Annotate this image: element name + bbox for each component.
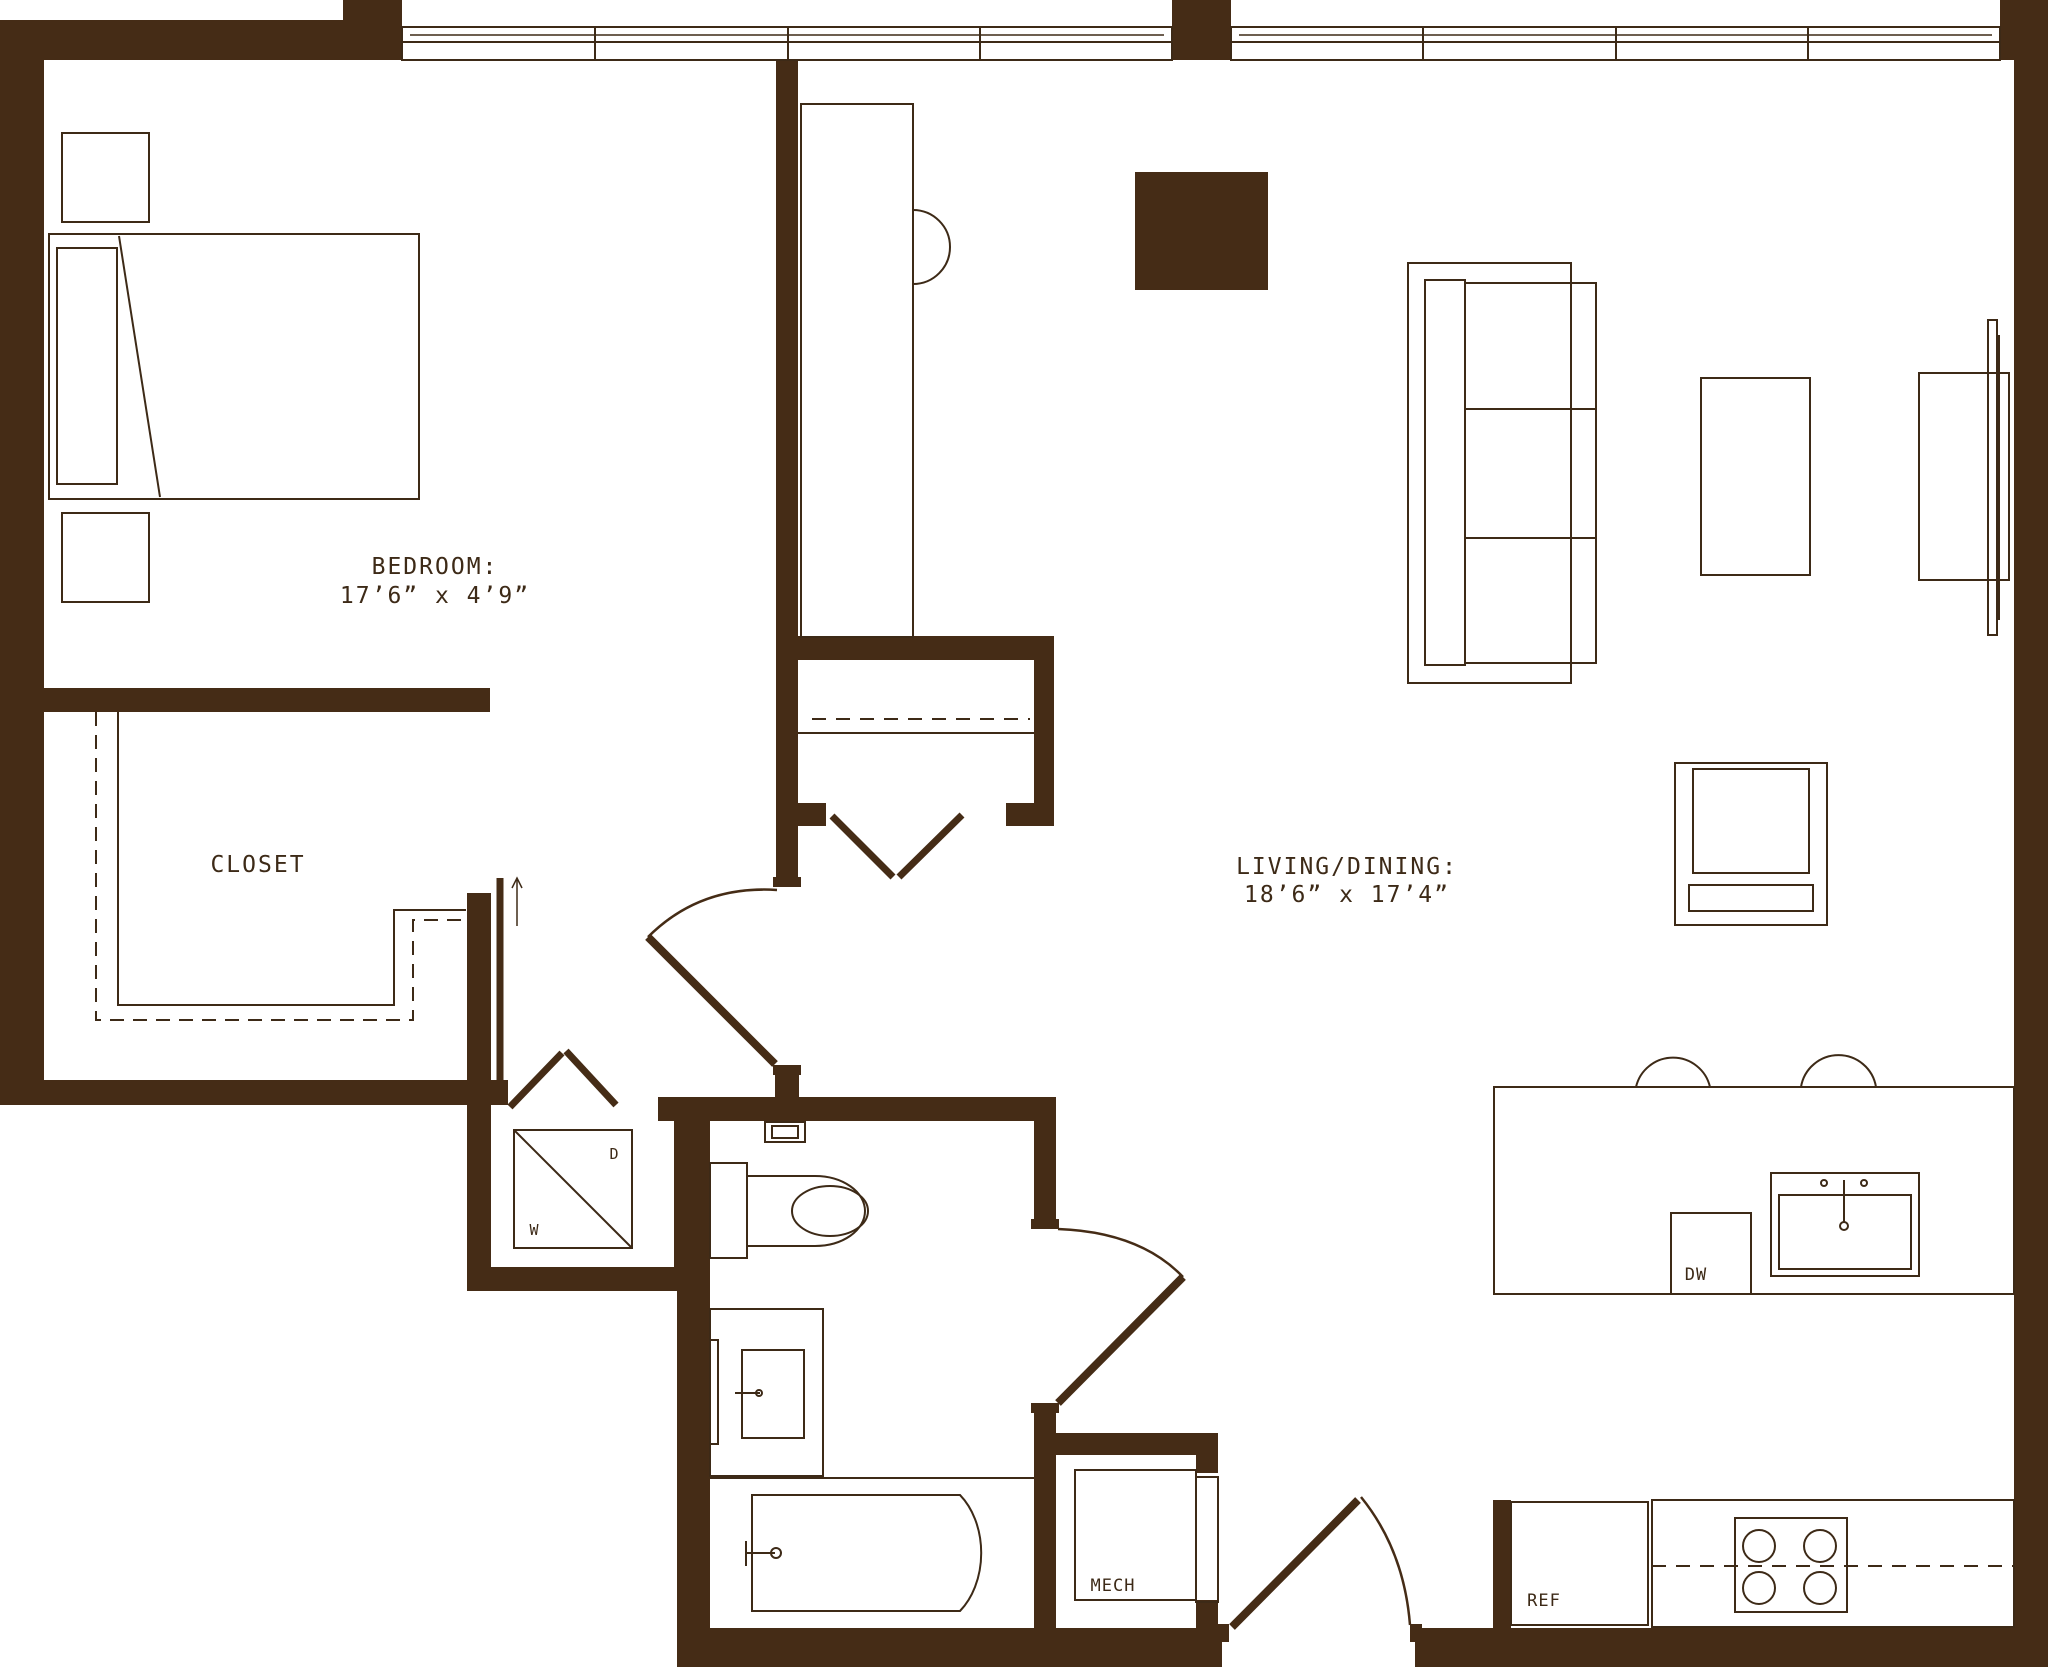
refrigerator-label: REF bbox=[1527, 1591, 1561, 1611]
door-laundry-bifold-left bbox=[507, 1050, 565, 1110]
sofa bbox=[1407, 262, 1572, 684]
mech-panel bbox=[1195, 1476, 1219, 1603]
nightstand-top bbox=[61, 132, 150, 223]
toilet-bowl bbox=[746, 1175, 866, 1247]
door-entry-swing bbox=[1360, 1496, 1412, 1626]
island-sink bbox=[1770, 1172, 1920, 1277]
wall-storage-stub bbox=[776, 803, 826, 826]
wall-storage-right bbox=[1034, 636, 1054, 826]
tv-console bbox=[1918, 372, 2010, 581]
arrow-up-icon bbox=[511, 876, 523, 926]
faucet-icon bbox=[1770, 1172, 1920, 1277]
bed-blanket-fold bbox=[118, 235, 161, 498]
washer-label: W bbox=[529, 1221, 539, 1239]
wall-top-column-middle bbox=[1172, 0, 1231, 60]
nightstand-bottom bbox=[61, 512, 150, 603]
door-laundry-bifold-right bbox=[563, 1048, 619, 1108]
tv bbox=[1987, 319, 1998, 636]
wall-laundry-bottom bbox=[467, 1267, 710, 1291]
wall-bottom-right bbox=[1415, 1628, 2048, 1667]
vanity bbox=[709, 1308, 824, 1477]
bedroom-label: BEDROOM: bbox=[372, 554, 499, 580]
door-storage-bifold-right bbox=[896, 812, 965, 880]
door-entry-leaf bbox=[1229, 1497, 1361, 1630]
wall-mech-right-lower bbox=[1196, 1600, 1218, 1630]
tub-spout-end bbox=[770, 1547, 782, 1559]
bathtub-outline bbox=[752, 1492, 1017, 1614]
labels: BEDROOM: 17’6” x 4’9” CLOSET LIVING/DINI… bbox=[210, 554, 1707, 1611]
closet-rod-line bbox=[117, 712, 466, 1006]
door-bedroom-leaf bbox=[645, 934, 778, 1067]
wall-mech-top bbox=[1034, 1433, 1218, 1455]
wall-bath-right-lower bbox=[1034, 1405, 1056, 1667]
dishwasher bbox=[1670, 1212, 1752, 1295]
dishwasher-label: DW bbox=[1685, 1265, 1707, 1285]
armchair-seat bbox=[1692, 768, 1810, 874]
desk-chair bbox=[912, 209, 951, 285]
wall-storage-top bbox=[776, 636, 1054, 660]
vanity-faucet-knob bbox=[755, 1389, 763, 1397]
wall-bath-top bbox=[658, 1097, 1056, 1121]
wall-storage-return bbox=[1006, 803, 1054, 826]
wall-top-left bbox=[0, 20, 402, 60]
closet-label: CLOSET bbox=[210, 852, 305, 878]
wall-bath-doorjamb-cap bbox=[773, 1065, 801, 1075]
refrigerator bbox=[1510, 1501, 1649, 1626]
built-in-desk bbox=[800, 103, 914, 638]
vanity-edge bbox=[709, 1339, 719, 1445]
stacked-washer-dryer-icon bbox=[513, 1129, 633, 1249]
wall-bedroom-closet bbox=[44, 688, 490, 712]
wall-entry-jamb-left bbox=[1218, 1624, 1229, 1642]
wall-top-column-right bbox=[2000, 0, 2048, 60]
living-label: LIVING/DINING: bbox=[1236, 854, 1458, 880]
wall-top-column-left bbox=[343, 0, 402, 60]
sofa-cushions bbox=[1464, 282, 1597, 664]
wall-bath-right-upper bbox=[1034, 1097, 1056, 1222]
door-bath-swing bbox=[1057, 1227, 1184, 1278]
bed bbox=[48, 233, 420, 500]
wall-mech-right bbox=[1196, 1433, 1218, 1473]
bedroom-size: 17’6” x 4’9” bbox=[340, 583, 530, 609]
sofa-arm bbox=[1424, 279, 1466, 666]
mech-label: MECH bbox=[1091, 1576, 1136, 1596]
windows bbox=[401, 26, 2001, 61]
furniture bbox=[48, 103, 2015, 1628]
dryer-label: D bbox=[609, 1145, 618, 1163]
wall-kitchen-end bbox=[1493, 1500, 1511, 1630]
wall-laundry-left bbox=[467, 1080, 491, 1290]
wall-bath-right-lower-cap bbox=[1031, 1403, 1059, 1413]
toilet-tank-inner bbox=[771, 1125, 799, 1139]
doors bbox=[479, 812, 1412, 1630]
bed-pillow bbox=[56, 247, 118, 485]
toilet-tank bbox=[764, 1121, 806, 1143]
coffee-table bbox=[1700, 377, 1811, 576]
wall-partition bbox=[776, 57, 798, 882]
living-size: 18’6” x 17’4” bbox=[1244, 882, 1450, 908]
armchair bbox=[1674, 762, 1828, 926]
wall-exterior-right bbox=[2014, 56, 2048, 1667]
four-burner-cooktop-icon bbox=[1734, 1517, 1848, 1613]
door-storage-bifold-left bbox=[829, 813, 896, 880]
wall-exterior-left bbox=[0, 20, 44, 1105]
armchair-back bbox=[1688, 884, 1814, 912]
wall-bedroom-bottom bbox=[0, 1080, 508, 1105]
bar-stool-1 bbox=[1635, 1056, 1711, 1088]
wall-partition-cap bbox=[773, 877, 801, 887]
door-bedroom-swing bbox=[647, 888, 778, 938]
toilet-base bbox=[709, 1162, 748, 1259]
kitchen-island bbox=[1493, 1086, 2015, 1295]
door-bath-leaf bbox=[1055, 1274, 1186, 1406]
bar-stool-2 bbox=[1800, 1054, 1877, 1088]
wall-bath-left bbox=[677, 1097, 710, 1667]
wall-bath-right-cap bbox=[1031, 1219, 1059, 1229]
bathtub bbox=[751, 1494, 983, 1612]
toilet-seat bbox=[791, 1185, 869, 1237]
wall-bottom-bath bbox=[677, 1628, 1222, 1667]
closet-shelf-outline bbox=[95, 712, 466, 1021]
kitchen-counter bbox=[1651, 1499, 2015, 1628]
structural-column bbox=[1135, 172, 1268, 290]
